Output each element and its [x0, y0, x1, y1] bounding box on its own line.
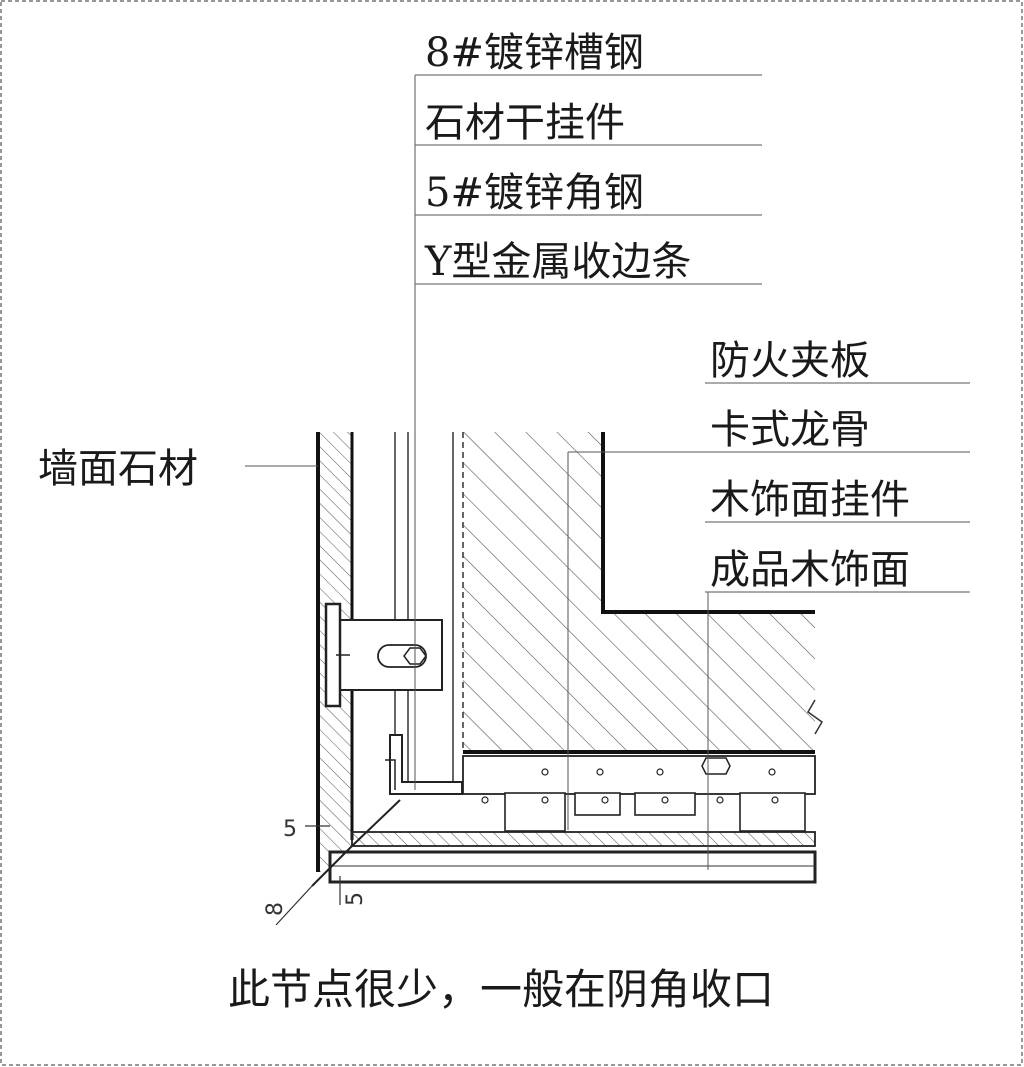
wood-veneer-lower: [328, 850, 817, 884]
label-channel-steel: 8#镀锌槽钢: [425, 30, 644, 76]
break-mark: [807, 699, 823, 735]
label-underlines-top: [415, 74, 762, 285]
label-wood-veneer: 成品木饰面: [710, 547, 910, 593]
angle-steel: [389, 734, 463, 795]
label-fireproof-plywood: 防火夹板: [710, 338, 870, 384]
label-underlines-right: [705, 382, 970, 593]
label-y-trim: Y型金属收边条: [424, 239, 691, 285]
dim-5-left: 5: [283, 817, 297, 842]
y-edge-trim: [311, 799, 401, 887]
label-wall-stone: 墙面石材: [38, 446, 198, 492]
dim-5-bottom: 5: [343, 892, 368, 906]
keel-dots: [481, 768, 779, 804]
label-wood-hanger: 木饰面挂件: [710, 477, 910, 523]
caption: 此节点很少，一般在阴角收口: [228, 965, 774, 1014]
keel-clips: [504, 792, 806, 832]
fireproof-plywood: [462, 755, 816, 795]
dim-8: 8: [263, 902, 288, 916]
label-keel: 卡式龙骨: [710, 407, 870, 453]
wood-veneer-upper: [351, 831, 816, 847]
dimension-marks: [275, 825, 341, 926]
label-stone-hanger: 石材干挂件: [425, 100, 625, 146]
leader-lines: [245, 75, 709, 870]
wall-outline: [601, 432, 815, 614]
structural-wall: [463, 432, 815, 752]
label-angle-steel: 5#镀锌角钢: [425, 170, 644, 216]
wood-fixing-nut: [701, 757, 731, 775]
